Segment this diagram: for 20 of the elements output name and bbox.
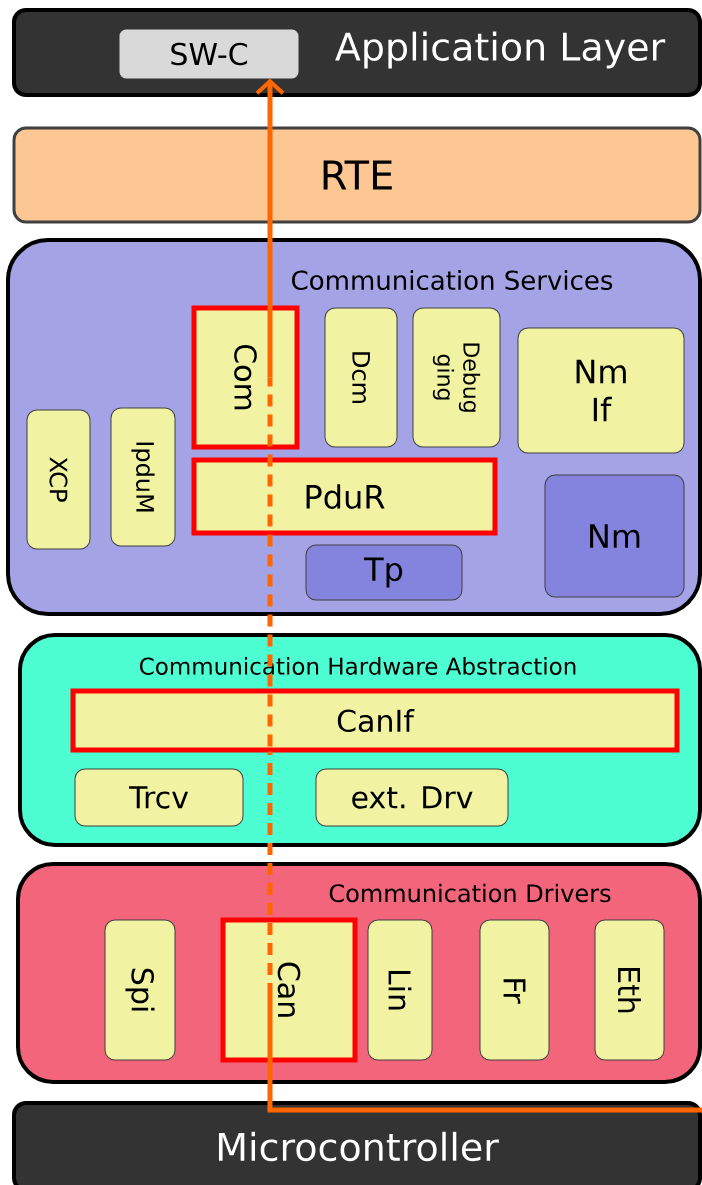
module-box: XCP — [26, 409, 91, 550]
layer-band: RTE — [12, 126, 702, 224]
highlighted-module-box: Com — [191, 305, 300, 450]
module-box: Spi — [104, 919, 176, 1061]
module-box: Fr — [479, 919, 550, 1061]
module-box: Nm If — [517, 327, 685, 454]
module-box: Eth — [594, 919, 665, 1061]
module-box: ext. Drv — [315, 768, 509, 827]
highlighted-module-box: CanIf — [70, 688, 680, 753]
module-box: Nm — [544, 474, 685, 598]
module-box: Trcv — [74, 768, 244, 827]
module-box: Debug ging — [412, 307, 501, 448]
layer-band: Microcontroller — [12, 1101, 702, 1185]
module-box: Tp — [305, 544, 463, 601]
component-box: SW-C — [119, 29, 299, 79]
module-box: Dcm — [324, 307, 398, 448]
module-box: Lin — [367, 919, 433, 1061]
module-box: IpduM — [110, 407, 176, 547]
highlighted-module-box: PduR — [191, 457, 498, 536]
highlighted-module-box: Can — [220, 917, 358, 1063]
